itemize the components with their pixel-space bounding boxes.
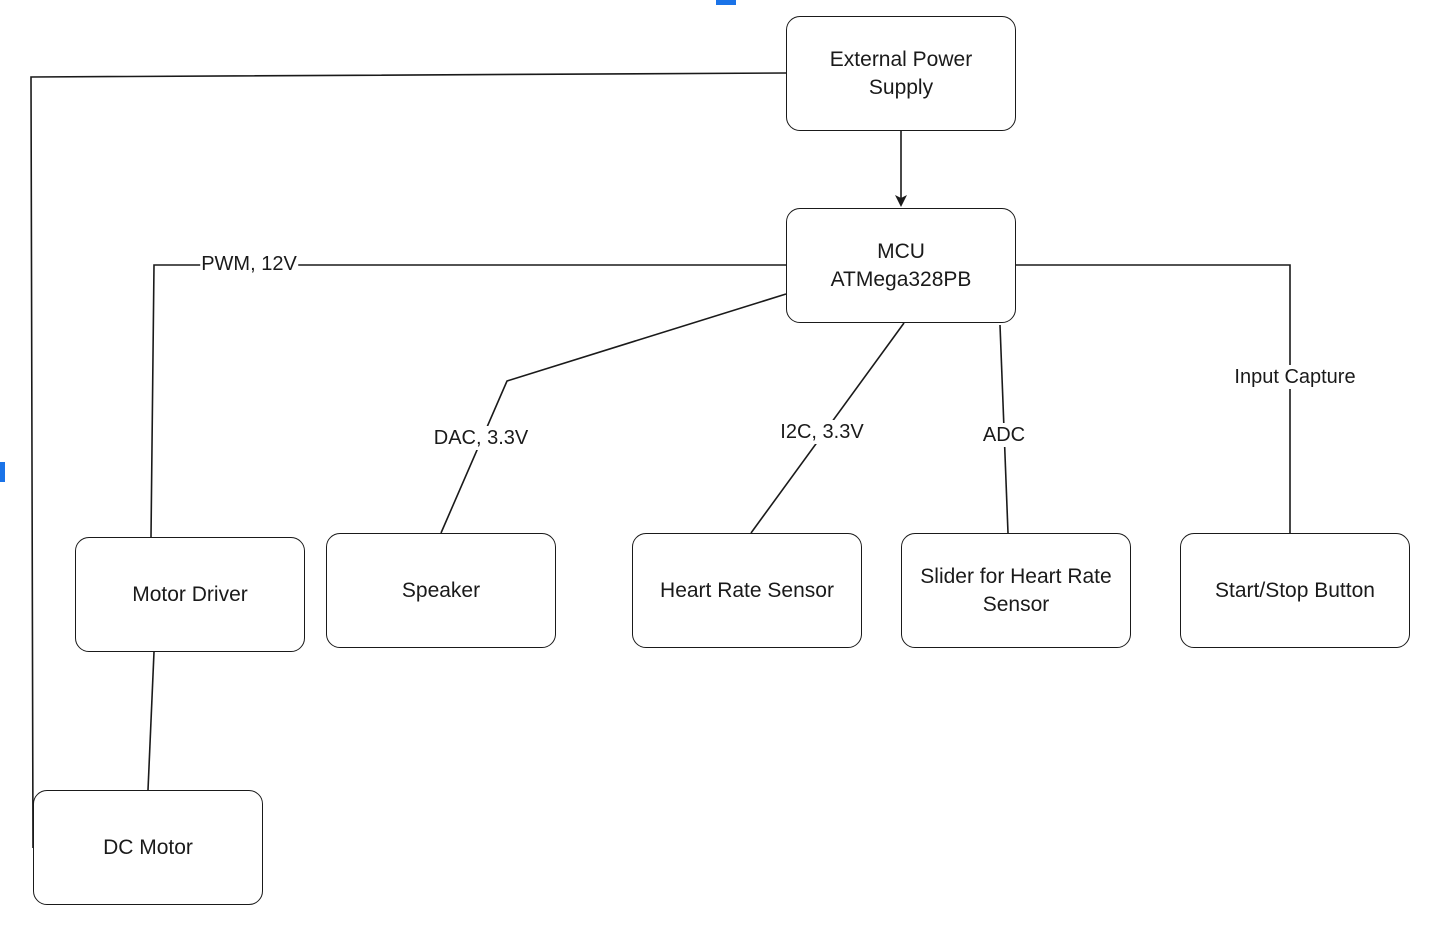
- edge-label-pwm: PWM, 12V: [200, 252, 298, 276]
- node-label: DC Motor: [103, 835, 193, 859]
- edge-motor-driver-to-dc-motor: [147, 651, 155, 791]
- selection-handle-top[interactable]: [716, 0, 736, 5]
- node-external-power-supply[interactable]: External Power Supply: [786, 16, 1016, 131]
- edge-power-to-dc-motor: [30, 72, 787, 849]
- node-heart-rate-sensor[interactable]: Heart Rate Sensor: [632, 533, 862, 648]
- selection-handle-left[interactable]: [0, 462, 5, 482]
- edge-label-input-capture: Input Capture: [1233, 365, 1357, 389]
- edge-label-adc: ADC: [981, 423, 1027, 447]
- node-label: Speaker: [401, 578, 481, 602]
- edge-mcu-to-speaker: [440, 293, 787, 534]
- node-label: Heart Rate Sensor: [660, 578, 834, 602]
- edge-mcu-to-button: [1016, 264, 1291, 533]
- node-mcu[interactable]: MCU ATMega328PB: [786, 208, 1016, 323]
- edge-mcu-to-motor-driver: [150, 264, 786, 538]
- node-label: Motor Driver: [132, 582, 248, 606]
- node-dc-motor[interactable]: DC Motor: [33, 790, 263, 905]
- node-label: Slider for Heart Rate Sensor: [920, 564, 1112, 616]
- node-speaker[interactable]: Speaker: [326, 533, 556, 648]
- edge-label-i2c: I2C, 3.3V: [779, 420, 865, 444]
- node-motor-driver[interactable]: Motor Driver: [75, 537, 305, 652]
- node-label: External Power Supply: [829, 47, 973, 99]
- node-slider[interactable]: Slider for Heart Rate Sensor: [901, 533, 1131, 648]
- node-label: MCU ATMega328PB: [830, 239, 972, 291]
- edge-label-dac: DAC, 3.3V: [432, 426, 530, 450]
- node-start-stop-button[interactable]: Start/Stop Button: [1180, 533, 1410, 648]
- node-label: Start/Stop Button: [1215, 578, 1375, 602]
